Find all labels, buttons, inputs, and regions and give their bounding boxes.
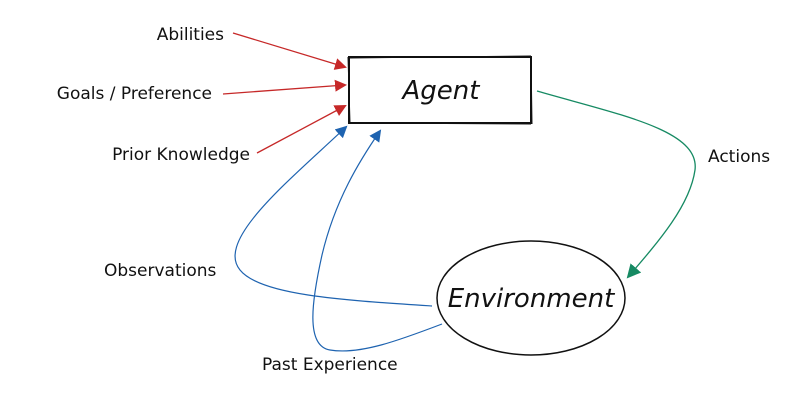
- goals-arrow: [222, 79, 347, 95]
- abilities-arrow: [232, 32, 347, 70]
- agent-label: Agent: [401, 76, 481, 106]
- observations-label: Observations: [104, 261, 217, 281]
- environment-label: Environment: [448, 284, 615, 314]
- goals-label: Goals / Preference: [57, 84, 212, 104]
- prior-knowledge-arrow: [256, 105, 347, 154]
- environment-node: Environment: [436, 240, 626, 356]
- past-experience-arrow: [312, 129, 443, 352]
- actions-label: Actions: [708, 147, 770, 167]
- abilities-label: Abilities: [157, 25, 224, 45]
- past-experience-label: Past Experience: [262, 355, 398, 375]
- agent-node: Agent: [347, 55, 533, 125]
- prior-knowledge-label: Prior Knowledge: [112, 145, 250, 165]
- observations-arrow: [234, 125, 433, 307]
- actions-arrow: [536, 90, 696, 279]
